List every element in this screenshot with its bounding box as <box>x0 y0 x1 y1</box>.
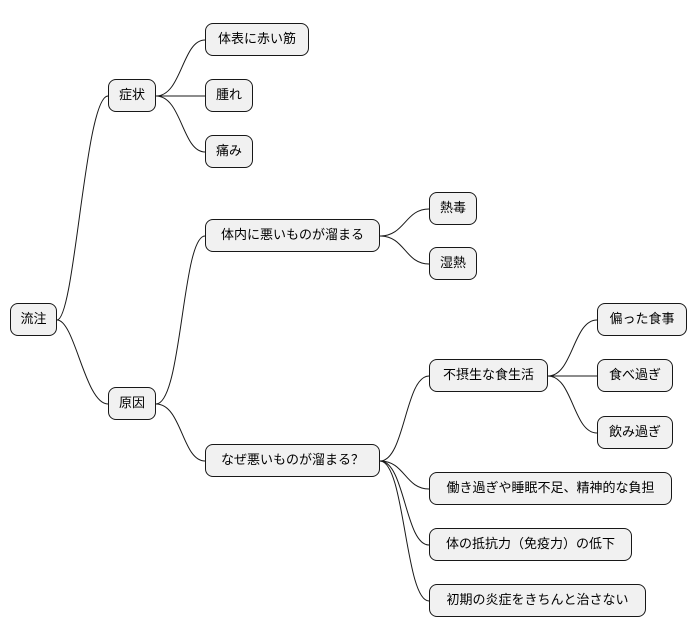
node-symptom-pain: 痛み <box>205 135 253 168</box>
node-symptom-swelling: 腫れ <box>205 79 253 112</box>
edge-root-causes <box>56 319 109 405</box>
edge-why-overwork <box>379 460 430 490</box>
node-symptoms: 症状 <box>108 79 156 112</box>
edge-accumulate-damp <box>379 235 430 265</box>
edge-symptoms-pain <box>155 95 206 153</box>
node-causes: 原因 <box>108 387 156 420</box>
node-symptom-red-line: 体表に赤い筋 <box>205 23 309 56</box>
edge-diet-unbalanced <box>547 319 598 377</box>
node-why: なぜ悪いものが溜まる？ <box>205 444 380 477</box>
node-immunity: 体の抵抗力（免疫力）の低下 <box>429 528 632 561</box>
node-overwork: 働き過ぎや睡眠不足、精神的な負担 <box>429 472 672 505</box>
edge-why-immunity <box>379 460 430 546</box>
node-diet-overeating: 食べ過ぎ <box>597 359 673 392</box>
node-damp-heat: 湿熱 <box>429 247 477 280</box>
node-diet: 不摂生な食生活 <box>429 359 548 392</box>
edge-diet-overdrinking <box>547 375 598 434</box>
node-root: 流注 <box>10 303 57 336</box>
edge-symptoms-redline <box>155 39 206 97</box>
node-heat-toxin: 熱毒 <box>429 192 477 225</box>
node-inflammation: 初期の炎症をきちんと治さない <box>429 584 646 617</box>
edge-accumulate-heat <box>379 208 430 237</box>
edge-why-inflammation <box>379 460 430 602</box>
node-diet-overdrinking: 飲み過ぎ <box>597 416 673 449</box>
node-diet-unbalanced: 偏った食事 <box>597 303 687 336</box>
node-accumulate: 体内に悪いものが溜まる <box>205 219 380 252</box>
edge-causes-accumulate <box>155 235 206 405</box>
edge-causes-why <box>155 403 206 462</box>
edge-why-diet <box>379 375 430 462</box>
edge-root-symptoms <box>56 95 109 321</box>
